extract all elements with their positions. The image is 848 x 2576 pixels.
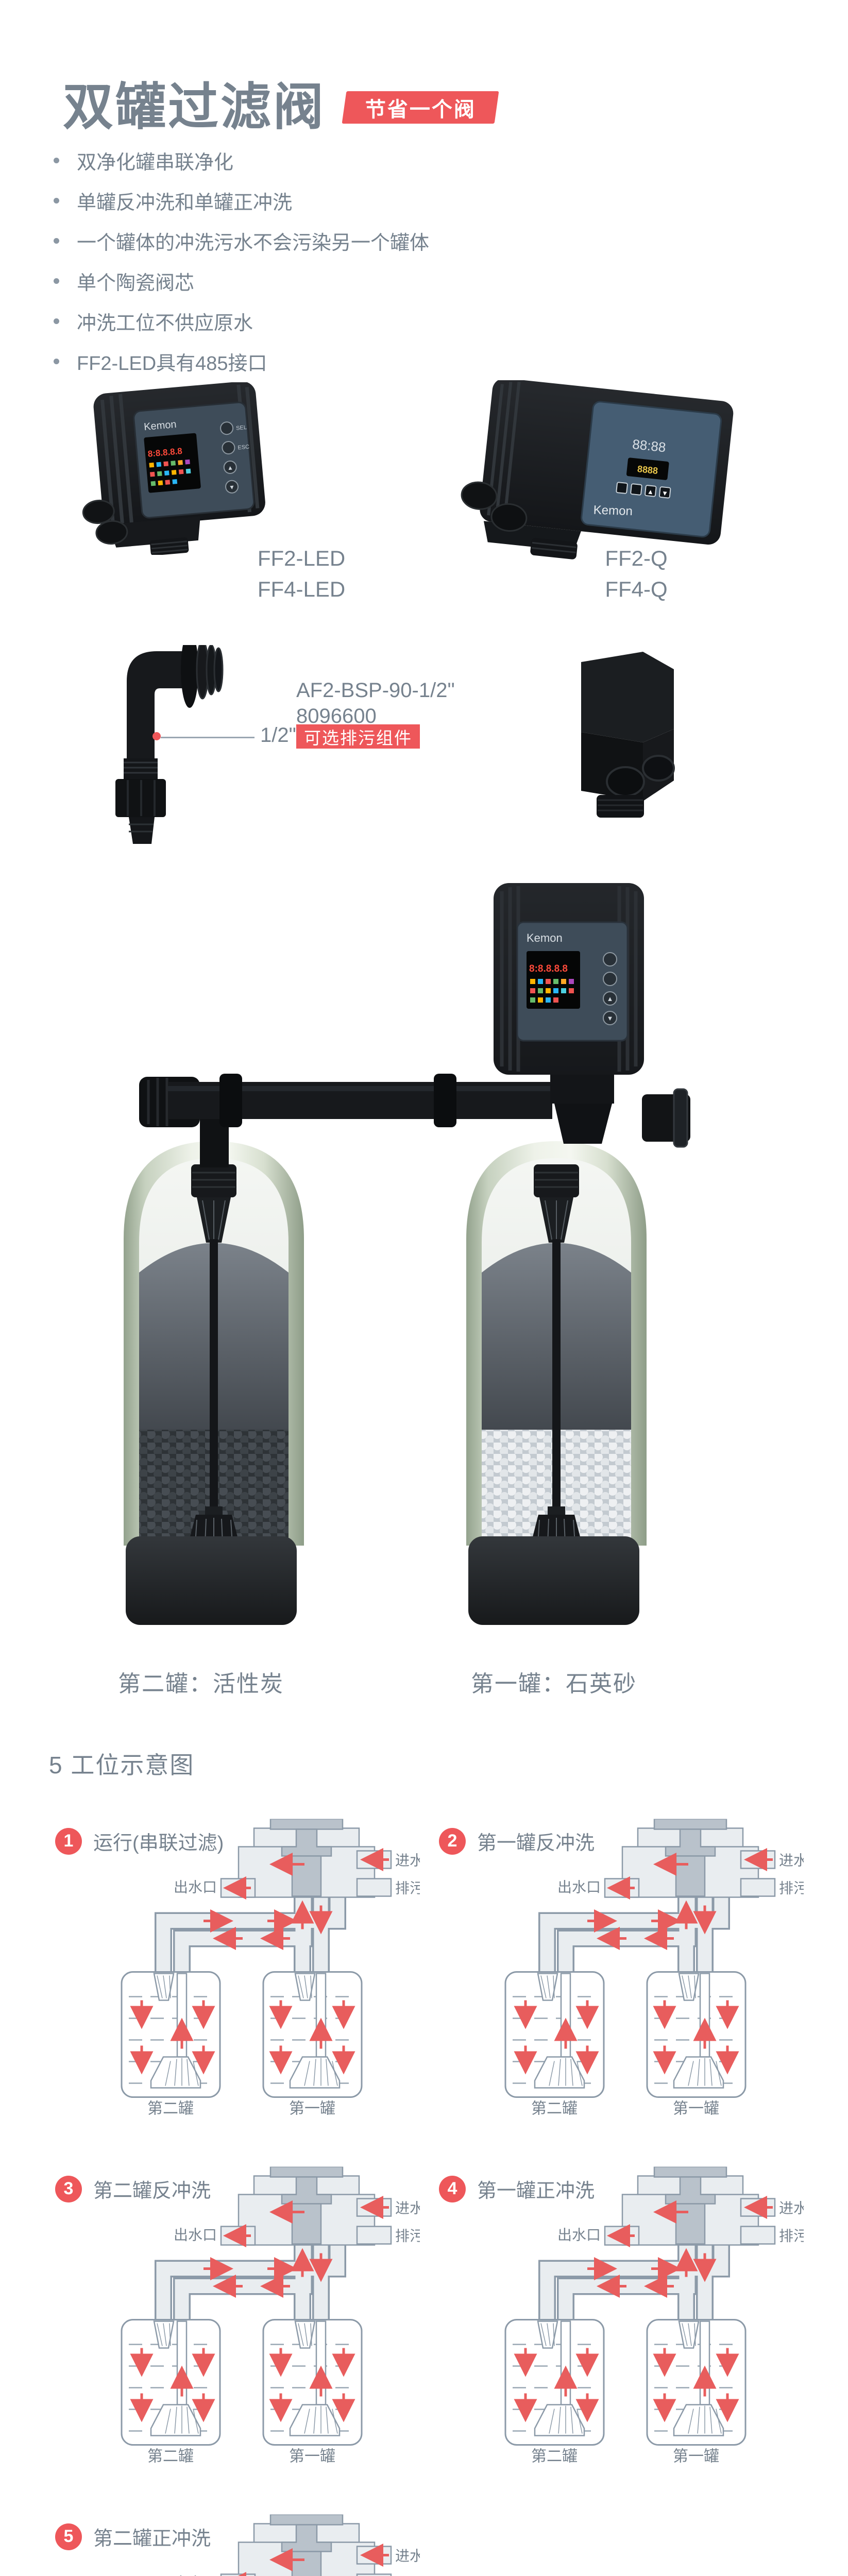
product-photo-ff2-led: Kemon 8:8.8.8.8 SEL ESC ▲ bbox=[82, 382, 265, 555]
part-code: 8096600 bbox=[296, 705, 377, 727]
feature-item: 一个罐体的冲洗污水不会污染另一个罐体 bbox=[54, 221, 429, 261]
tank-label-sand: 第一罐：石英砂 bbox=[471, 1671, 637, 1697]
station-title: 第二罐反冲洗 bbox=[93, 2180, 211, 2202]
head-buttons: ▲ ▼ bbox=[603, 952, 617, 1025]
feature-item: 冲洗工位不供应原水 bbox=[54, 301, 429, 341]
svg-text:SEL: SEL bbox=[236, 425, 247, 432]
page-title: 双罐过滤阀 bbox=[63, 78, 326, 135]
model-label: FF2-Q bbox=[605, 546, 668, 570]
station-number: 3 bbox=[55, 2175, 82, 2202]
bullet-icon bbox=[54, 238, 59, 244]
bullet-icon bbox=[54, 278, 59, 284]
feature-list: 双净化罐串联净化 单罐反冲洗和单罐正冲洗 一个罐体的冲洗污水不会污染另一个罐体 … bbox=[54, 140, 429, 381]
station-title: 第二罐正冲洗 bbox=[93, 2528, 211, 2550]
svg-text:▼: ▼ bbox=[229, 483, 235, 491]
valve-rear-photo bbox=[581, 652, 675, 818]
q-screen-digits: 8888 bbox=[637, 464, 658, 476]
svg-text:▲: ▲ bbox=[607, 995, 614, 1003]
control-head: Kemon 8:8.8.8.8 ▲ ▼ bbox=[494, 883, 644, 1075]
station-title: 运行(串联过滤) bbox=[93, 1833, 224, 1854]
tank-label-carbon: 第二罐：活性炭 bbox=[118, 1671, 284, 1697]
feature-item: 单罐反冲洗和单罐正冲洗 bbox=[54, 180, 429, 221]
connecting-pipe bbox=[139, 1074, 690, 1167]
station-diagram bbox=[433, 1818, 804, 2119]
station-number: 5 bbox=[55, 2523, 82, 2550]
svg-text:▲: ▲ bbox=[647, 487, 654, 496]
brand-logo: Kemon bbox=[527, 931, 563, 944]
head-screen-icons bbox=[530, 979, 574, 1003]
callout-line bbox=[161, 737, 255, 738]
drain-elbow-photo bbox=[115, 645, 224, 844]
station-diagram bbox=[49, 1818, 420, 2119]
station-5-rinse-tank2: 5 第二罐正冲洗 bbox=[49, 2513, 420, 2576]
save-valve-badge: 节省一个阀 bbox=[342, 91, 499, 124]
size-marker-dot bbox=[152, 732, 161, 740]
feature-item: FF2-LED具有485接口 bbox=[54, 341, 429, 381]
dual-tank-assembly-photo: Kemon 8:8.8.8.8 ▲ ▼ bbox=[124, 883, 690, 1625]
station-number: 1 bbox=[55, 1827, 82, 1855]
control-buttons: SEL ESC ▲ ▼ bbox=[220, 421, 250, 494]
bullet-icon bbox=[54, 157, 59, 163]
feature-item: 单个陶瓷阀芯 bbox=[54, 261, 429, 301]
station-1-run: 1 运行(串联过滤) bbox=[49, 1818, 420, 2119]
model-label: FF4-Q bbox=[605, 577, 668, 601]
bullet-icon bbox=[54, 358, 59, 364]
tank-base bbox=[126, 1536, 297, 1625]
tank-base bbox=[468, 1536, 639, 1625]
bullet-icon bbox=[54, 197, 59, 204]
q-buttons: ▲ ▼ bbox=[616, 482, 671, 499]
optional-drain-badge: 可选排污组件 bbox=[296, 724, 420, 749]
station-number: 4 bbox=[439, 2175, 466, 2202]
feature-item: 双净化罐串联净化 bbox=[54, 140, 429, 180]
part-number: AF2-BSP-90-1/2" bbox=[296, 679, 455, 702]
valve-body bbox=[461, 481, 581, 560]
svg-text:▲: ▲ bbox=[227, 464, 233, 471]
model-label: FF4-LED bbox=[257, 577, 346, 601]
station-3-backwash-tank2: 3 第二罐反冲洗 bbox=[49, 2165, 420, 2467]
svg-text:▼: ▼ bbox=[607, 1014, 614, 1022]
head-screen-digits: 8:8.8.8.8 bbox=[529, 963, 568, 974]
brand-logo: Kemon bbox=[593, 503, 633, 518]
svg-text:88:88: 88:88 bbox=[632, 436, 667, 455]
station-diagram bbox=[49, 2165, 420, 2467]
bullet-icon bbox=[54, 318, 59, 324]
model-label: FF2-LED bbox=[257, 546, 346, 570]
station-number: 2 bbox=[439, 1827, 466, 1855]
stations-heading: 5 工位示意图 bbox=[49, 1752, 195, 1778]
product-photo-ff2-q: 88:88 8888 ▲ ▼ Kemon bbox=[461, 380, 734, 560]
station-title: 第一罐反冲洗 bbox=[477, 1833, 595, 1854]
badge-text: 节省一个阀 bbox=[365, 98, 476, 121]
valve-body bbox=[82, 499, 200, 555]
station-4-rinse-tank1: 4 第一罐正冲洗 bbox=[433, 2165, 804, 2467]
station-2-backwash-tank1: 2 第一罐反冲洗 bbox=[433, 1818, 804, 2119]
station-diagram bbox=[433, 2165, 804, 2467]
svg-text:▼: ▼ bbox=[661, 489, 668, 497]
led-screen-icons bbox=[149, 459, 191, 486]
svg-text:ESC: ESC bbox=[238, 444, 250, 451]
size-label: 1/2" bbox=[260, 724, 296, 747]
station-title: 第一罐正冲洗 bbox=[477, 2180, 595, 2202]
